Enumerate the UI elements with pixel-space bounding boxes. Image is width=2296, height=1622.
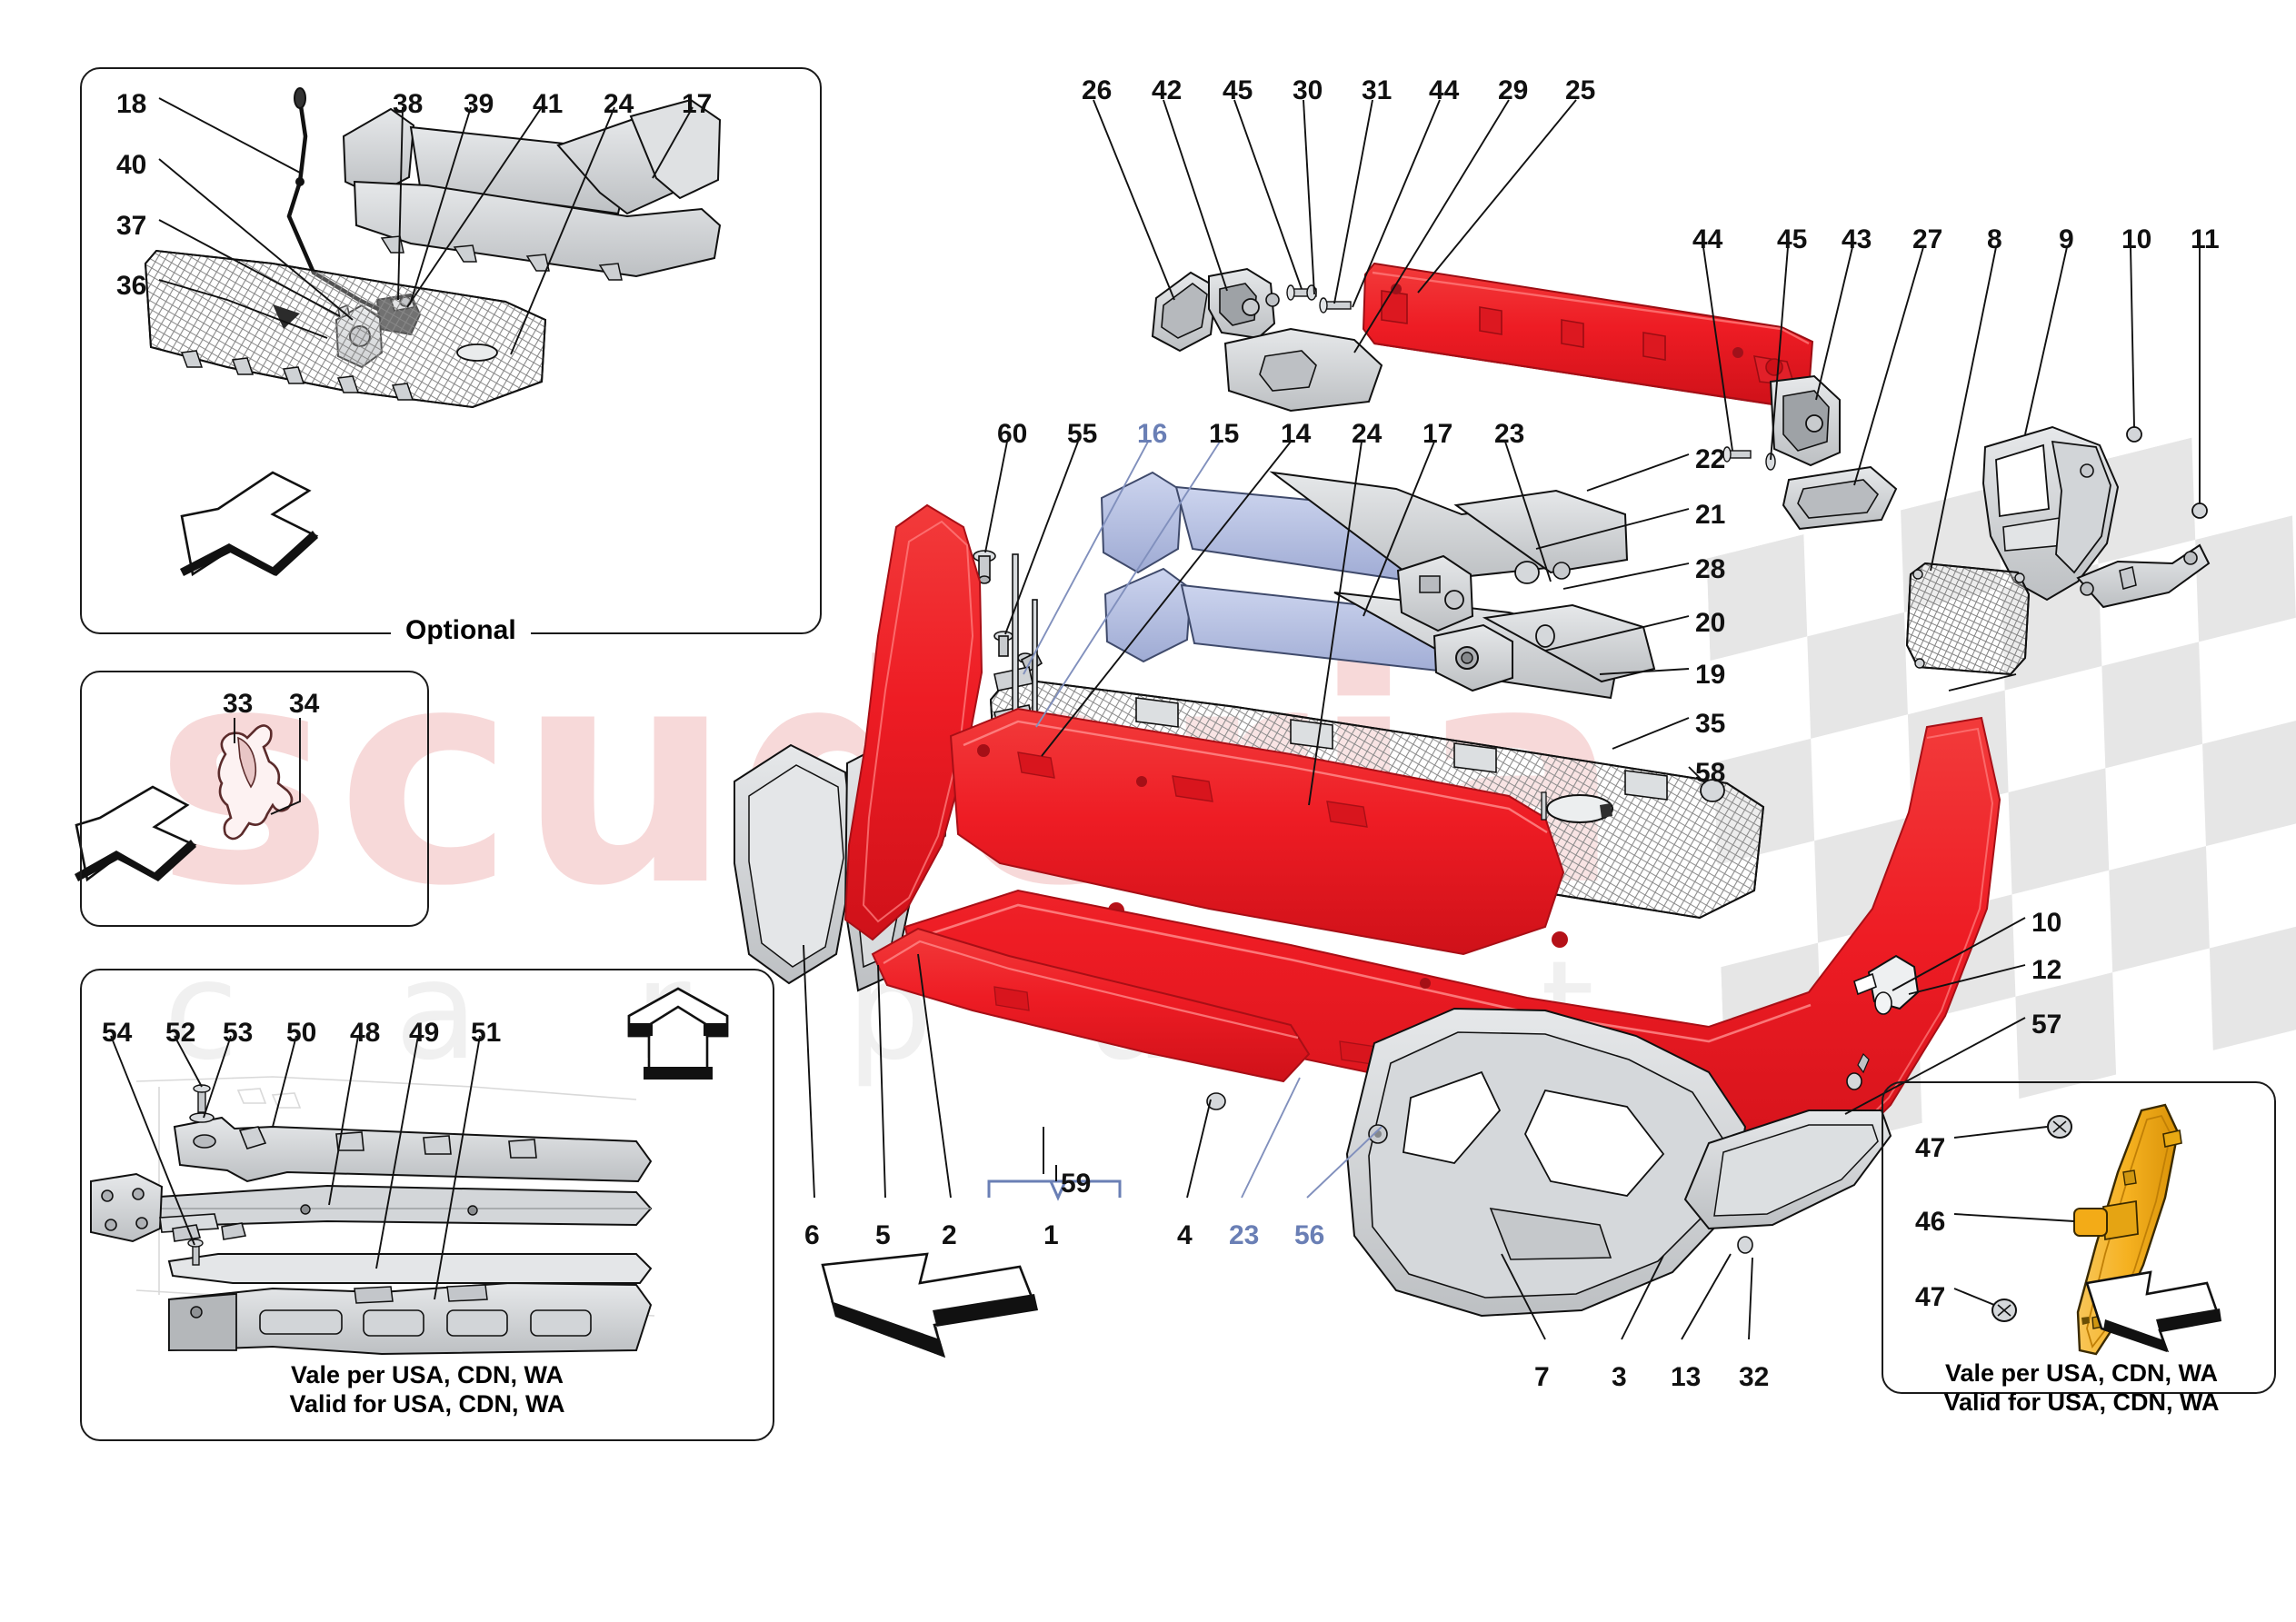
callout-number-40: 40	[116, 150, 147, 180]
callout-number-31: 31	[1362, 75, 1393, 105]
callout-number-24: 24	[1352, 419, 1383, 449]
right-cluster-artwork	[1905, 246, 2211, 692]
panel-optional-label: Optional	[391, 615, 531, 646]
callout-number-55: 55	[1067, 419, 1098, 449]
callout-number-44: 44	[1692, 224, 1723, 254]
callout-number-32: 32	[1739, 1362, 1770, 1392]
callout-number-9: 9	[2059, 224, 2074, 254]
panel-usa-crossmember-caption: Vale per USA, CDN, WA Valid for USA, CDN…	[182, 1361, 673, 1419]
callout-number-23: 23	[1229, 1220, 1260, 1250]
callout-number-48: 48	[350, 1018, 381, 1048]
callout-number-38: 38	[393, 89, 424, 119]
callout-number-47: 47	[1915, 1282, 1946, 1312]
callout-number-21: 21	[1695, 500, 1726, 530]
callout-number-29: 29	[1498, 75, 1529, 105]
callout-number-50: 50	[286, 1018, 317, 1048]
callout-number-10: 10	[2031, 908, 2062, 938]
callout-number-30: 30	[1293, 75, 1323, 105]
callout-number-22: 22	[1695, 444, 1726, 474]
callout-number-37: 37	[116, 211, 147, 241]
callout-number-2: 2	[942, 1220, 957, 1250]
panel-usa-sidemarker	[1882, 1081, 2276, 1394]
panel-optional	[80, 67, 822, 634]
callout-number-54: 54	[102, 1018, 133, 1048]
callout-number-52: 52	[165, 1018, 196, 1048]
callout-number-53: 53	[223, 1018, 254, 1048]
callout-number-7: 7	[1534, 1362, 1550, 1392]
callout-number-45: 45	[1777, 224, 1808, 254]
callout-number-34: 34	[289, 689, 320, 719]
callout-number-24: 24	[604, 89, 634, 119]
callout-number-57: 57	[2031, 1010, 2062, 1040]
callout-number-13: 13	[1671, 1362, 1702, 1392]
callout-number-36: 36	[116, 271, 147, 301]
callout-number-43: 43	[1842, 224, 1872, 254]
callout-number-16: 16	[1137, 419, 1168, 449]
callout-number-47: 47	[1915, 1133, 1946, 1163]
callout-number-8: 8	[1987, 224, 2002, 254]
callout-number-42: 42	[1152, 75, 1183, 105]
callout-number-27: 27	[1912, 224, 1943, 254]
caption-line-en: Valid for USA, CDN, WA	[289, 1389, 565, 1418]
panel-usa-crossmember	[80, 969, 774, 1441]
caption-line-it: Vale per USA, CDN, WA	[1944, 1359, 2219, 1387]
callout-number-25: 25	[1565, 75, 1596, 105]
callout-number-14: 14	[1281, 419, 1312, 449]
callout-number-20: 20	[1695, 608, 1726, 638]
callout-number-11: 11	[2191, 224, 2220, 254]
callout-number-10: 10	[2121, 224, 2152, 254]
caption-line-it: Vale per USA, CDN, WA	[290, 1361, 564, 1388]
callout-number-3: 3	[1612, 1362, 1627, 1392]
callout-number-44: 44	[1429, 75, 1460, 105]
callout-number-19: 19	[1695, 660, 1726, 690]
callout-number-58: 58	[1695, 758, 1726, 788]
callout-number-23: 23	[1494, 419, 1525, 449]
callout-number-17: 17	[682, 89, 713, 119]
callout-number-41: 41	[533, 89, 564, 119]
callout-number-35: 35	[1695, 709, 1726, 739]
callout-number-26: 26	[1082, 75, 1113, 105]
callout-number-56: 56	[1294, 1220, 1325, 1250]
callout-number-1: 1	[1043, 1220, 1059, 1250]
panel-emblem	[80, 671, 429, 927]
callout-number-60: 60	[997, 419, 1028, 449]
callout-number-45: 45	[1223, 75, 1253, 105]
callout-number-4: 4	[1177, 1220, 1193, 1250]
callout-number-28: 28	[1695, 554, 1726, 584]
callout-number-18: 18	[116, 89, 147, 119]
callout-number-59: 59	[1061, 1169, 1092, 1199]
top-center-artwork	[1093, 99, 1924, 531]
panel-usa-sidemarker-caption: Vale per USA, CDN, WA Valid for USA, CDN…	[1900, 1359, 2263, 1418]
callout-number-39: 39	[464, 89, 494, 119]
main-assembly-artwork	[734, 441, 2026, 1358]
callout-number-46: 46	[1915, 1207, 1946, 1237]
caption-line-en: Valid for USA, CDN, WA	[1943, 1388, 2220, 1416]
callout-number-33: 33	[223, 689, 254, 719]
callout-number-6: 6	[804, 1220, 820, 1250]
callout-number-5: 5	[875, 1220, 891, 1250]
callout-number-51: 51	[471, 1018, 502, 1048]
callout-number-15: 15	[1209, 419, 1240, 449]
callout-number-17: 17	[1423, 419, 1453, 449]
callout-number-49: 49	[409, 1018, 440, 1048]
callout-number-12: 12	[2031, 955, 2062, 985]
